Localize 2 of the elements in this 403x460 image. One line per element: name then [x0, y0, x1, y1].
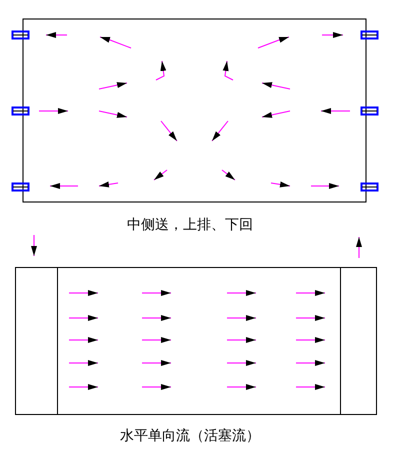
caption: 中侧送，上排、下回: [127, 217, 253, 234]
caption: 水平单向流（活塞流）: [120, 428, 260, 445]
